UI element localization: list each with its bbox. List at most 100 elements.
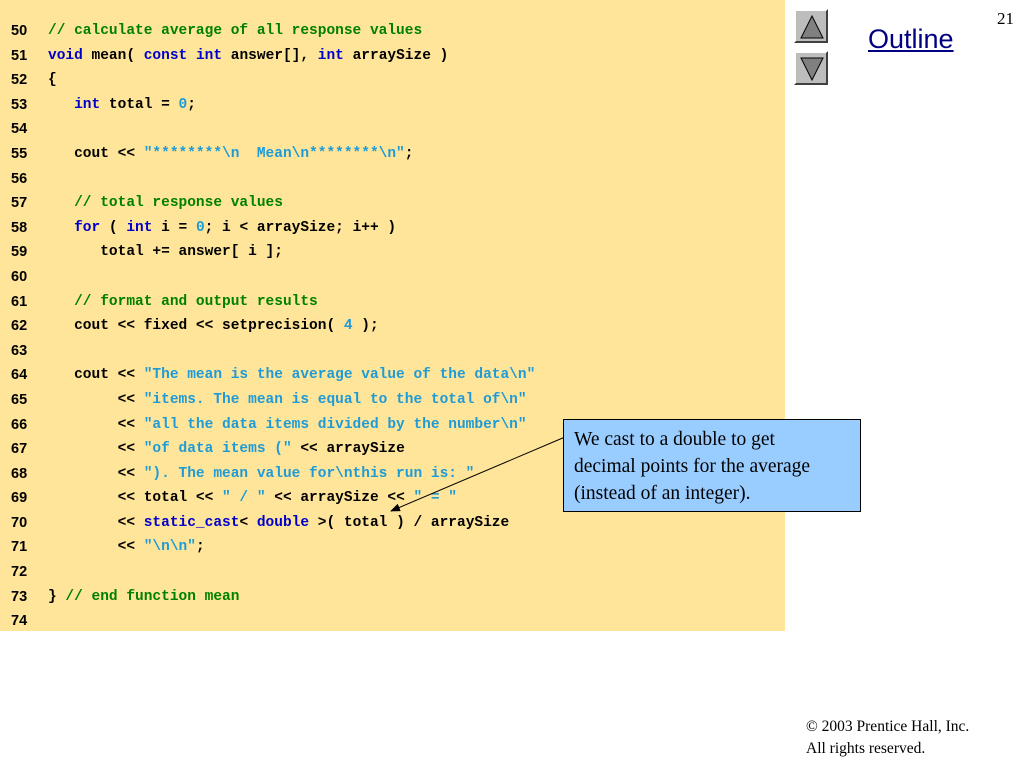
- line-number: 73: [11, 588, 28, 605]
- string-token: "********\n Mean\n********\n": [143, 145, 405, 162]
- previous-slide-button[interactable]: [794, 9, 828, 43]
- code-line: 64 cout << "The mean is the average valu…: [0, 363, 785, 388]
- triangle-down-icon: [800, 57, 824, 82]
- code-line: 74: [0, 609, 785, 634]
- code-token: ;: [187, 96, 196, 113]
- string-token: "). The mean value for\nthis run is: ": [143, 465, 475, 482]
- code-token: <<: [48, 416, 144, 433]
- keyword-token: int: [74, 96, 101, 113]
- keyword-token: double: [256, 514, 310, 531]
- line-number: 54: [11, 121, 28, 138]
- code-token: <<: [48, 539, 144, 556]
- line-number: 66: [11, 416, 28, 433]
- code-token: }: [48, 588, 66, 605]
- string-token: "The mean is the average value of the da…: [143, 367, 536, 384]
- triangle-up-icon: [800, 14, 824, 39]
- code-token: answer[],: [222, 47, 318, 64]
- string-token: " = ": [413, 490, 457, 507]
- code-token: {: [48, 72, 57, 89]
- code-line: 54: [0, 117, 785, 142]
- code-listing: 50// calculate average of all response v…: [0, 19, 785, 634]
- comment-token: // end function mean: [65, 588, 240, 605]
- code-token: (: [100, 219, 127, 236]
- number-token: 0: [195, 219, 205, 236]
- copyright-notice: © 2003 Prentice Hall, Inc. All rights re…: [806, 716, 969, 760]
- line-number: 51: [11, 47, 28, 64]
- code-token: ; i < arraySize; i++ ): [204, 219, 397, 236]
- code-line: 68 << "). The mean value for\nthis run i…: [0, 462, 785, 487]
- code-panel: 50// calculate average of all response v…: [0, 0, 785, 631]
- keyword-token: int: [126, 219, 153, 236]
- line-number: 63: [11, 342, 28, 359]
- line-number: 60: [11, 268, 28, 285]
- code-token: total =: [100, 96, 179, 113]
- line-number: 72: [11, 564, 28, 581]
- code-token: <: [239, 514, 257, 531]
- code-token: mean(: [82, 47, 144, 64]
- string-token: " / ": [222, 490, 266, 507]
- code-text: total += answer[ i ];: [48, 240, 283, 265]
- line-number: 65: [11, 391, 28, 408]
- line-number: 57: [11, 195, 28, 212]
- keyword-token: static_cast: [143, 514, 240, 531]
- line-number: 59: [11, 244, 28, 261]
- code-text: cout << "The mean is the average value o…: [48, 363, 535, 388]
- line-number: 69: [11, 490, 28, 507]
- code-line: 60: [0, 265, 785, 290]
- code-text: << "items. The mean is equal to the tota…: [48, 388, 527, 413]
- code-token: arraySize ): [343, 47, 449, 64]
- code-text: << "\n\n";: [48, 535, 205, 560]
- callout-line: (instead of an integer).: [574, 483, 751, 504]
- code-token: <<: [48, 391, 144, 408]
- line-number: 62: [11, 318, 28, 335]
- copyright-line: © 2003 Prentice Hall, Inc.: [806, 718, 970, 735]
- code-token: << total <<: [48, 490, 223, 507]
- number-token: 0: [178, 96, 188, 113]
- string-token: "all the data items divided by the numbe…: [143, 416, 527, 433]
- line-number: 71: [11, 539, 28, 556]
- code-text: cout << "********\n Mean\n********\n";: [48, 142, 413, 167]
- code-line: 62 cout << fixed << setprecision( 4 );: [0, 314, 785, 339]
- keyword-token: const: [143, 47, 188, 64]
- comment-token: // total response values: [74, 195, 283, 212]
- keyword-token: for: [74, 219, 101, 236]
- line-number: 68: [11, 465, 28, 482]
- code-token: cout <<: [48, 367, 144, 384]
- keyword-token: int: [317, 47, 344, 64]
- code-text: cout << fixed << setprecision( 4 );: [48, 314, 379, 339]
- callout-line: We cast to a double to get: [574, 429, 775, 450]
- code-token: << arraySize: [291, 441, 405, 458]
- callout-line: decimal points for the average: [574, 456, 811, 477]
- slide-number: 21: [997, 9, 1014, 28]
- code-token: i =: [152, 219, 196, 236]
- string-token: "of data items (": [143, 441, 292, 458]
- keyword-token: void: [48, 47, 83, 64]
- line-number: 55: [11, 145, 28, 162]
- line-number: 64: [11, 367, 28, 384]
- code-text: << static_cast< double >( total ) / arra…: [48, 511, 510, 536]
- code-text: // format and output results: [48, 290, 318, 315]
- code-text: for ( int i = 0; i < arraySize; i++ ): [48, 216, 396, 241]
- keyword-token: int: [195, 47, 223, 64]
- line-number: 74: [11, 613, 28, 630]
- code-token: << arraySize <<: [265, 490, 414, 507]
- code-line: 55 cout << "********\n Mean\n********\n"…: [0, 142, 785, 167]
- line-number: 61: [11, 293, 28, 310]
- line-number: 67: [11, 441, 28, 458]
- code-line: 70 << static_cast< double >( total ) / a…: [0, 511, 785, 536]
- line-number: 58: [11, 219, 28, 236]
- code-line: 73} // end function mean: [0, 585, 785, 610]
- line-number: 70: [11, 514, 28, 531]
- code-token: cout << fixed << setprecision(: [48, 318, 344, 335]
- string-token: "\n\n": [143, 539, 196, 556]
- code-text: int total = 0;: [48, 93, 196, 118]
- next-slide-button[interactable]: [794, 51, 828, 85]
- code-text: {: [48, 68, 57, 93]
- code-token: <<: [48, 514, 144, 531]
- outline-link[interactable]: Outline: [868, 24, 954, 54]
- code-text: // total response values: [48, 191, 283, 216]
- line-number: 56: [11, 170, 28, 187]
- code-line: 61 // format and output results: [0, 290, 785, 315]
- code-text: << total << " / " << arraySize << " = ": [48, 486, 457, 511]
